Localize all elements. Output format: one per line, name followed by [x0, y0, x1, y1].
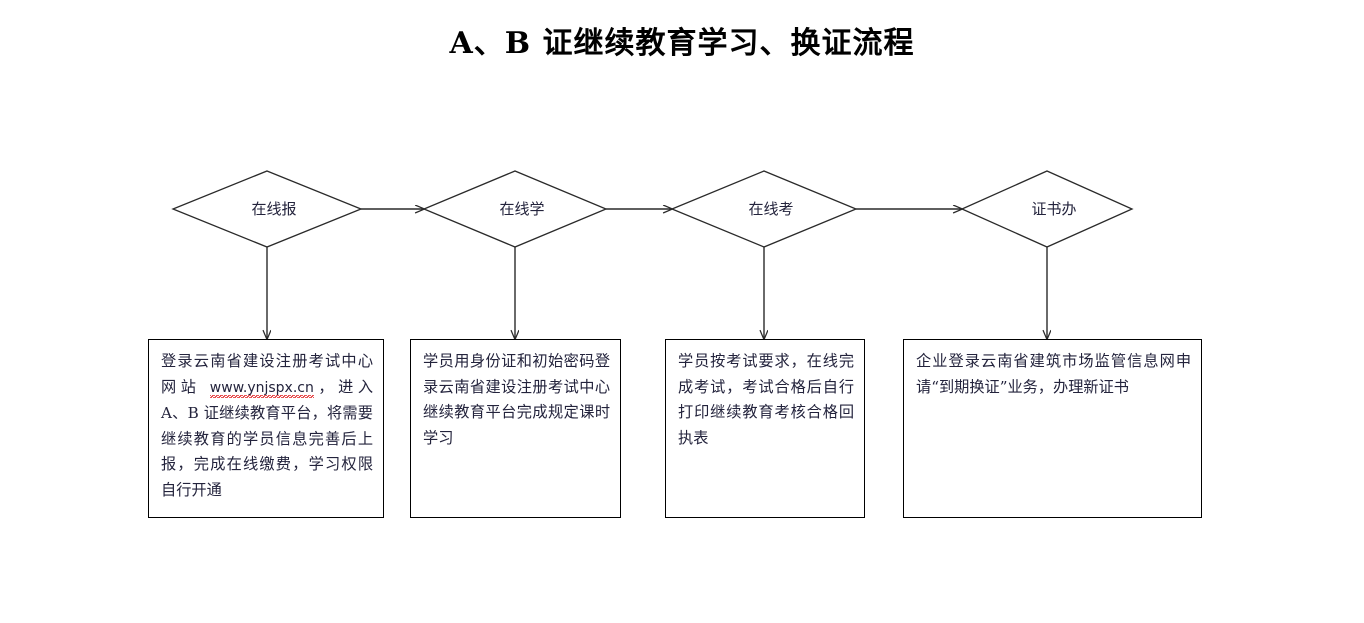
diamond-label-stage-online-exam: 在线考 — [748, 200, 794, 218]
diamond-label-stage-certificate: 证书办 — [1031, 200, 1077, 218]
process-box-text-stage-certificate: 企业登录云南省建筑市场监管信息网申请“到期换证”业务，办理新证书 — [916, 352, 1191, 396]
process-box-stage-certificate[interactable]: 企业登录云南省建筑市场监管信息网申请“到期换证”业务，办理新证书 — [903, 339, 1202, 518]
diamond-label-stage-online-apply: 在线报 — [251, 200, 297, 218]
process-box-stage-online-exam[interactable]: 学员按考试要求，在线完成考试，考试合格后自行打印继续教育考核合格回执表 — [665, 339, 865, 518]
diamond-label-stage-online-study: 在线学 — [499, 200, 545, 218]
url-text-stage-online-apply[interactable]: www.ynjspx.cn — [209, 379, 314, 398]
process-box-text-stage-online-apply: 登录云南省建设注册考试中心网站 www.ynjspx.cn，进入 A、B 证继续… — [161, 352, 374, 499]
process-box-text-stage-online-exam: 学员按考试要求，在线完成考试，考试合格后自行打印继续教育考核合格回执表 — [678, 352, 854, 447]
process-box-stage-online-study[interactable]: 学员用身份证和初始密码登录云南省建设注册考试中心继续教育平台完成规定课时学习 — [410, 339, 621, 518]
process-box-stage-online-apply[interactable]: 登录云南省建设注册考试中心网站 www.ynjspx.cn，进入 A、B 证继续… — [148, 339, 384, 518]
process-box-text-stage-online-study: 学员用身份证和初始密码登录云南省建设注册考试中心继续教育平台完成规定课时学习 — [423, 352, 610, 447]
page-title: A、B 证继续教育学习、换证流程 — [449, 26, 915, 61]
